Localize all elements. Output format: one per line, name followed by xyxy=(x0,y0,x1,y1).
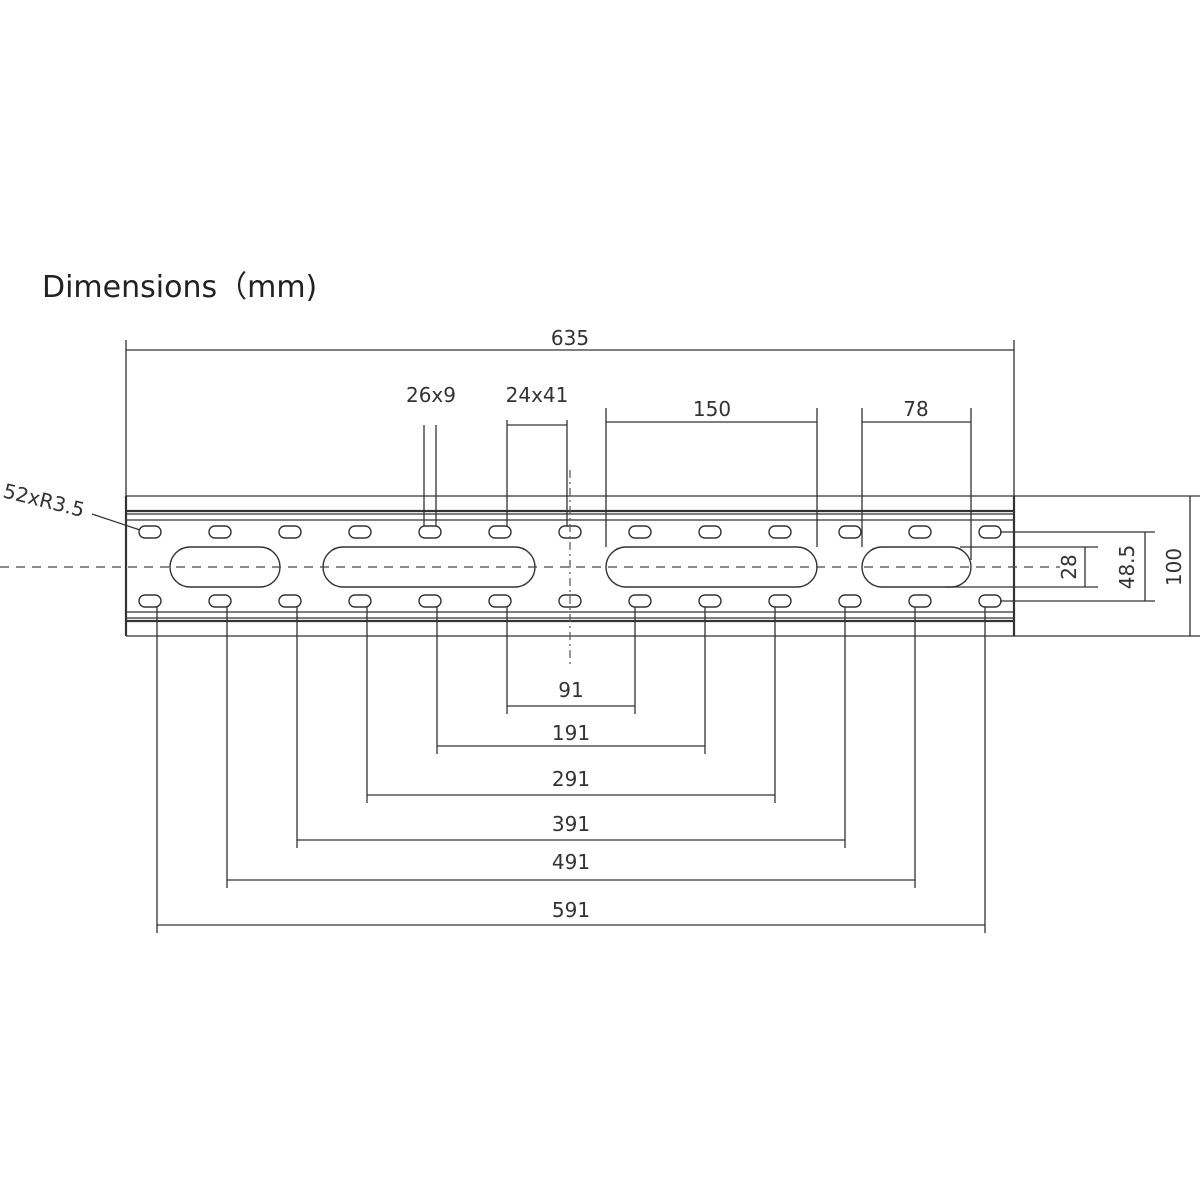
dim-slot-size: 24x41 xyxy=(506,383,569,407)
dim-hole-row-spacing: 48.5 xyxy=(1115,545,1139,590)
dim-hole-spacing: 91 xyxy=(558,678,583,702)
dimension-line xyxy=(91,513,141,531)
mounting-hole xyxy=(978,525,1002,539)
dim-hole-spacing: 291 xyxy=(552,767,590,791)
mounting-hole xyxy=(978,594,1002,608)
mounting-hole xyxy=(488,594,512,608)
dim-small-hole: 26x9 xyxy=(406,383,456,407)
mounting-hole xyxy=(698,594,722,608)
mounting-hole xyxy=(628,594,652,608)
dim-hole-spacing: 591 xyxy=(552,898,590,922)
mounting-hole xyxy=(208,525,232,539)
mounting-hole xyxy=(348,594,372,608)
dim-overall-length: 635 xyxy=(551,326,589,350)
mounting-hole xyxy=(348,525,372,539)
diagram-title: Dimensions（mm) xyxy=(42,270,318,305)
mounting-hole xyxy=(418,594,442,608)
mounting-hole xyxy=(418,525,442,539)
mounting-hole xyxy=(908,525,932,539)
dim-slot-height: 28 xyxy=(1057,554,1081,579)
mounting-holes xyxy=(138,525,1002,608)
dimension-lines xyxy=(91,340,1200,933)
mounting-hole xyxy=(768,525,792,539)
mounting-hole xyxy=(698,525,722,539)
mounting-hole xyxy=(838,594,862,608)
mounting-hole xyxy=(768,594,792,608)
dim-hole-radius-note: 52xR3.5 xyxy=(1,479,87,522)
dim-slot-length-long: 150 xyxy=(693,397,731,421)
dim-plate-height: 100 xyxy=(1162,548,1186,586)
mounting-hole xyxy=(138,594,162,608)
dim-hole-spacing: 191 xyxy=(552,721,590,745)
mounting-hole xyxy=(488,525,512,539)
mounting-hole xyxy=(278,594,302,608)
mounting-hole xyxy=(278,525,302,539)
dim-slot-length-short: 78 xyxy=(903,397,928,421)
mounting-hole xyxy=(908,594,932,608)
mounting-hole xyxy=(838,525,862,539)
dim-hole-spacing: 491 xyxy=(552,850,590,874)
mounting-hole xyxy=(628,525,652,539)
mounting-hole xyxy=(138,525,162,539)
dim-hole-spacing: 391 xyxy=(552,812,590,836)
mounting-hole xyxy=(208,594,232,608)
